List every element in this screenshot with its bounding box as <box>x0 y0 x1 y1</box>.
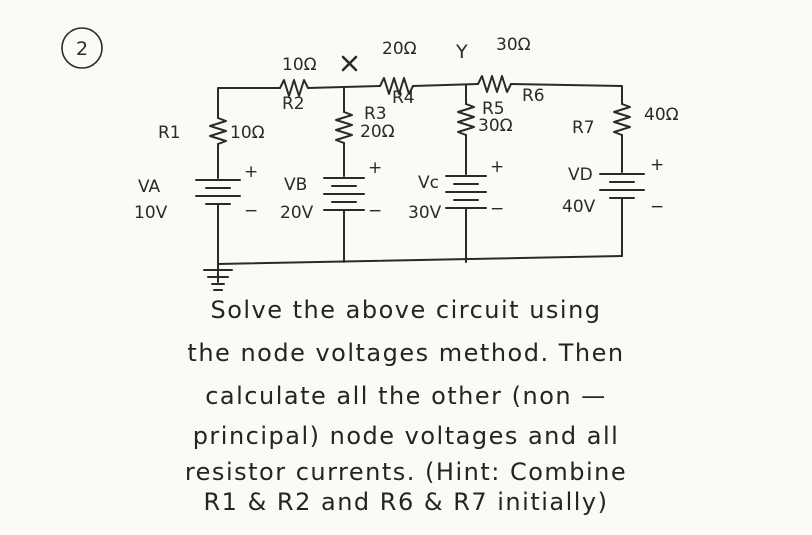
ground-symbol <box>203 269 233 291</box>
battery-vc <box>445 175 487 209</box>
problem-text-line-6: R1 & R2 and R6 & R7 initially) <box>203 488 609 516</box>
r3-label: R3 <box>364 104 387 124</box>
resistor-r4-zigzag <box>379 77 414 95</box>
va-value: 10V <box>134 203 168 223</box>
vc-value: 30V <box>408 203 442 223</box>
vd-label: VD <box>568 165 593 185</box>
wire-top-left <box>217 87 281 93</box>
r4-value: 20Ω <box>382 39 417 59</box>
wire-top-right <box>510 83 623 105</box>
problem-text-line-3: calculate all the other (non — <box>205 382 607 410</box>
problem-text-line-5: resistor currents. (Hint: Combine <box>184 458 628 486</box>
vc-minus: − <box>490 199 504 219</box>
resistor-r7-zigzag <box>613 103 631 136</box>
r7-value: 40Ω <box>644 105 679 125</box>
resistor-r1-zigzag <box>209 117 227 145</box>
r2-label: R2 <box>282 94 305 114</box>
node-x-mark <box>341 55 358 72</box>
va-minus: − <box>244 201 258 221</box>
problem-number: 2 <box>76 38 88 60</box>
node-y-label: Y <box>455 41 468 63</box>
vb-label: VB <box>284 175 307 195</box>
r5-value: 30Ω <box>478 116 513 136</box>
vd-minus: − <box>650 197 664 217</box>
wire-r4-to-r6 <box>412 83 479 87</box>
r4-label: R4 <box>392 88 415 108</box>
vd-plus: + <box>650 155 664 175</box>
problem-text-line-4: principal) node voltages and all <box>192 422 620 450</box>
vc-plus: + <box>490 157 504 177</box>
r5-label: R5 <box>482 99 505 119</box>
problem-number-circle <box>61 27 103 69</box>
r7-label: R7 <box>572 118 595 138</box>
vc-label: Vc <box>418 173 439 193</box>
r6-label: R6 <box>522 86 545 106</box>
vb-plus: + <box>368 158 382 178</box>
resistor-r5-zigzag <box>457 103 475 136</box>
vb-value: 20V <box>280 203 314 223</box>
r6-value: 30Ω <box>496 35 531 55</box>
wire-bottom <box>217 255 623 265</box>
r1-label: R1 <box>158 123 181 143</box>
battery-vd <box>599 173 645 199</box>
resistor-r6-zigzag <box>477 75 512 93</box>
va-plus: + <box>244 162 258 182</box>
resistor-r3-zigzag <box>335 111 353 144</box>
va-label: VA <box>138 177 161 197</box>
resistor-r2-zigzag <box>279 79 309 97</box>
problem-text-line-2: the node voltages method. Then <box>187 339 625 367</box>
battery-va <box>195 179 241 205</box>
vb-minus: − <box>368 201 382 221</box>
problem-text-line-1: Solve the above circuit using <box>210 296 602 324</box>
battery-vb <box>323 177 365 211</box>
vd-value: 40V <box>562 197 596 217</box>
r1-value: 10Ω <box>230 123 265 143</box>
r3-value: 20Ω <box>360 122 395 142</box>
r2-value: 10Ω <box>282 55 317 75</box>
